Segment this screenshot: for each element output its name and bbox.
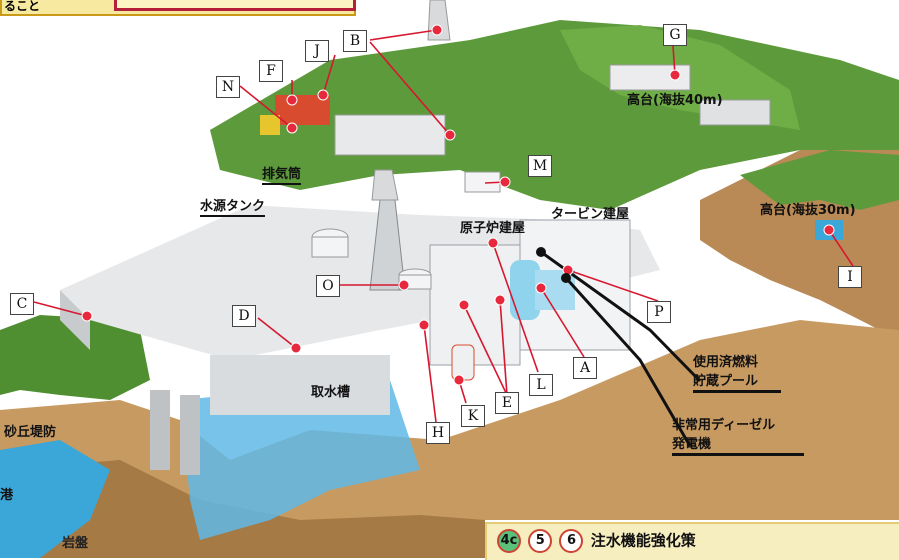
marker-e: E	[495, 392, 519, 414]
label-water-tank: 水源タンク	[200, 199, 266, 217]
sea	[0, 440, 110, 558]
label-bedrock: 岩盤	[62, 536, 89, 551]
leader-dots	[81, 24, 835, 386]
label-diesel-2: 発電機	[672, 437, 804, 456]
marker-k: K	[461, 405, 485, 427]
badge-4c: 4c	[497, 529, 521, 553]
label-left-fragment: 港	[0, 488, 14, 503]
water-injection-panel: 4c 5 6 注水機能強化策	[485, 522, 899, 560]
intake-structure	[210, 355, 390, 415]
label-spent-fuel-1: 使用済燃料	[693, 355, 759, 370]
badge-5: 5	[528, 529, 553, 553]
label-turbine-building: タービン建屋	[551, 207, 630, 222]
switchyard	[334, 114, 446, 156]
marker-b: B	[343, 30, 367, 52]
label-sand-dune: 砂丘堤防	[4, 425, 57, 440]
marker-m: M	[528, 155, 552, 177]
marker-g: G	[663, 24, 687, 46]
label-highland-40: 高台(海抜40m)	[627, 93, 723, 108]
label-reactor-building: 原子炉建屋	[460, 221, 526, 236]
marker-j: J	[305, 40, 329, 62]
tower-left	[371, 169, 399, 201]
label-diesel-1: 非常用ディーゼル	[672, 418, 776, 433]
label-exhaust-stack: 排気筒	[262, 167, 302, 185]
panel-heading: 4c 5 6 注水機能強化策	[497, 529, 696, 553]
marker-o: O	[316, 275, 340, 297]
marker-a: A	[573, 357, 597, 379]
marker-n: N	[216, 76, 240, 98]
marker-p: P	[647, 301, 671, 323]
marker-i: I	[838, 266, 862, 288]
badge-6: 6	[559, 529, 584, 553]
callout-frame: ること	[0, 0, 356, 16]
label-intake-tank: 取水槽	[311, 385, 351, 400]
leader-lines	[33, 29, 854, 423]
black-leaders	[540, 250, 702, 447]
marker-c: C	[10, 293, 34, 315]
water-channel	[180, 380, 420, 540]
marker-h: H	[426, 422, 450, 444]
reactor-block	[429, 244, 521, 366]
marker-f: F	[259, 60, 283, 82]
label-highland-30: 高台(海抜30m)	[760, 203, 856, 218]
main-platform	[60, 205, 660, 360]
callout-inner	[114, 0, 356, 11]
label-spent-fuel-2: 貯蔵プール	[693, 374, 781, 393]
marker-l: L	[529, 374, 553, 396]
left-grass	[0, 315, 150, 400]
callout-text: ること	[4, 0, 41, 13]
panel-title: 注水機能強化策	[590, 531, 696, 550]
marker-d: D	[232, 305, 256, 327]
